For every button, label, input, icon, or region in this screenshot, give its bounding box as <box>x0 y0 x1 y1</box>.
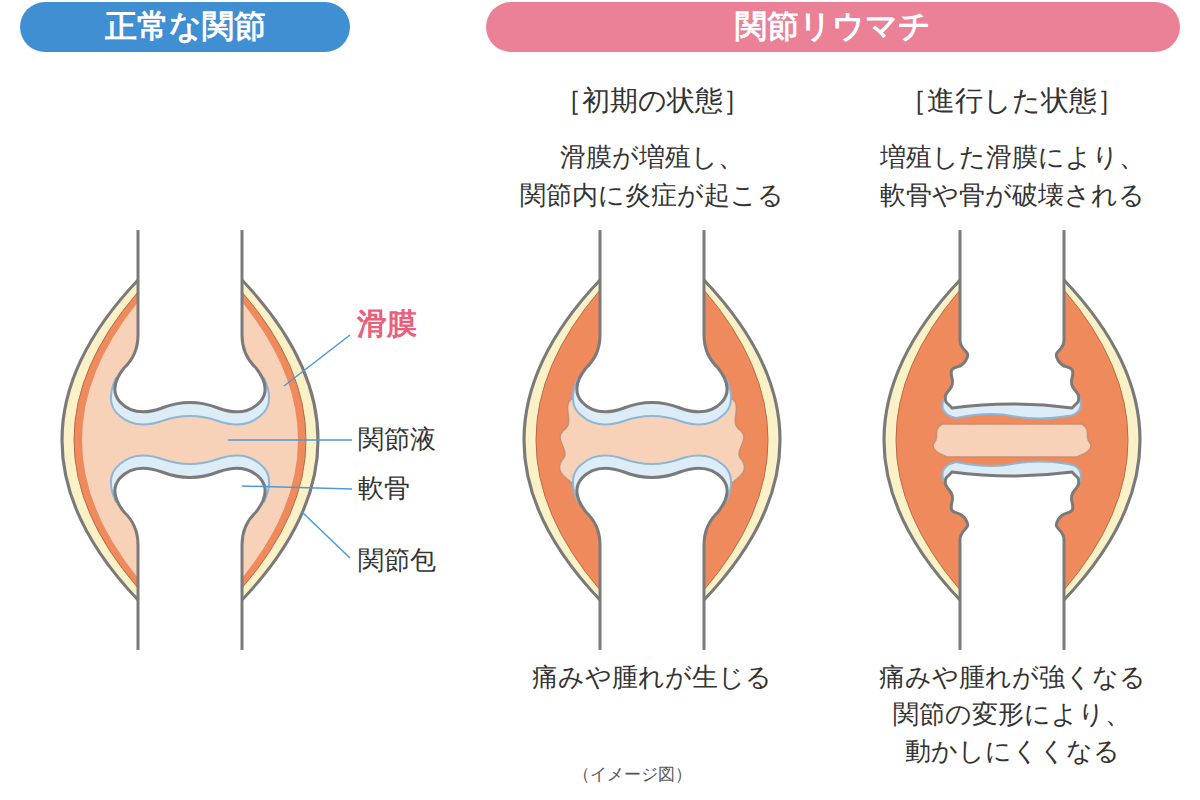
part-name: 滑膜 <box>357 306 417 342</box>
early-ra-joint <box>524 230 780 650</box>
part-name: 軟骨 <box>358 473 410 504</box>
symptom-text: 関節の変形により、 <box>893 699 1131 730</box>
part-name: 関節液 <box>358 424 436 455</box>
stage-description: 軟骨や骨が破壊される <box>880 180 1145 211</box>
heading-pill: 正常な関節 <box>20 2 350 52</box>
advanced-ra-joint <box>884 230 1140 650</box>
stage-heading: ［初期の状態］ <box>554 84 751 118</box>
stage-description: 滑膜が増殖し、 <box>560 142 744 173</box>
heading-text: 正常な関節 <box>105 5 266 49</box>
stage-heading: ［進行した状態］ <box>899 84 1125 118</box>
leader-lines <box>228 335 352 558</box>
heading-text: 関節リウマチ <box>735 5 931 49</box>
heading-pill: 関節リウマチ <box>486 2 1180 52</box>
part-name: 関節包 <box>358 545 436 576</box>
symptom-text: 痛みや腫れが生じる <box>532 662 772 693</box>
stage-description: 関節内に炎症が起こる <box>520 180 784 211</box>
symptom-text: 動かしにくくなる <box>905 736 1120 767</box>
image-note: （イメージ図） <box>573 764 692 784</box>
stage-description: 増殖した滑膜により、 <box>880 142 1145 173</box>
symptom-text: 痛みや腫れが強くなる <box>879 662 1146 693</box>
